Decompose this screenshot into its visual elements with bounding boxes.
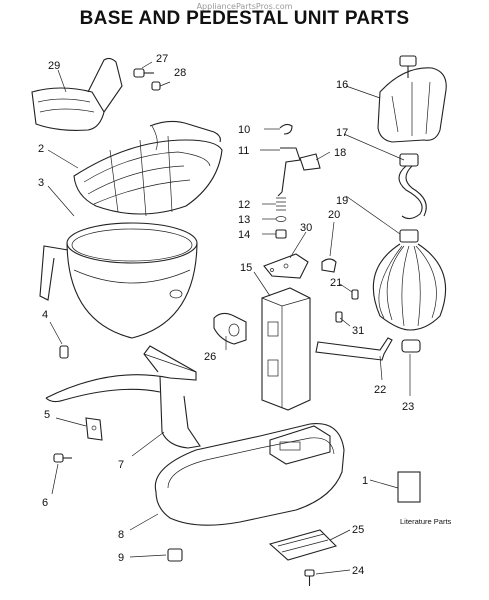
callout-30: 30 bbox=[300, 222, 312, 234]
part-25-bottom-plate bbox=[268, 529, 338, 561]
part-4-plug bbox=[59, 345, 69, 359]
callout-27: 27 bbox=[156, 53, 168, 65]
part-24-screw bbox=[304, 569, 315, 586]
callout-13: 13 bbox=[238, 214, 250, 226]
part-30-plate bbox=[263, 253, 309, 279]
part-16-flat-beater bbox=[377, 55, 447, 143]
callout-19: 19 bbox=[336, 195, 348, 207]
callout-8: 8 bbox=[118, 529, 124, 541]
part-29-splash-shield bbox=[31, 57, 123, 131]
part-21-pin bbox=[351, 289, 359, 300]
callout-2: 2 bbox=[38, 143, 44, 155]
part-22-crank-handle bbox=[315, 337, 393, 361]
part-11-lever-rod bbox=[277, 147, 301, 197]
part-17-dough-hook bbox=[398, 153, 427, 220]
callout-3: 3 bbox=[38, 177, 44, 189]
part-10-hinge-pin bbox=[279, 123, 293, 135]
callout-26: 26 bbox=[204, 351, 216, 363]
part-26-bracket bbox=[213, 312, 247, 345]
part-28-nut bbox=[151, 81, 161, 91]
watermark: AppliancePartsPros.com bbox=[196, 2, 293, 11]
callout-23: 23 bbox=[402, 401, 414, 413]
callout-22: 22 bbox=[374, 384, 386, 396]
callout-14: 14 bbox=[238, 229, 250, 241]
leader-lines bbox=[47, 61, 411, 575]
part-3-mixing-bowl bbox=[39, 222, 198, 339]
part-1-literature bbox=[397, 471, 421, 503]
part-27-screw bbox=[133, 68, 154, 78]
part-5-clip bbox=[85, 417, 103, 441]
callout-21: 21 bbox=[330, 277, 342, 289]
callout-29: 29 bbox=[48, 60, 60, 72]
part-9-foot bbox=[167, 548, 183, 562]
part-7-bowl-support bbox=[45, 345, 201, 449]
literature-caption: Literature Parts bbox=[400, 517, 452, 526]
callout-6: 6 bbox=[42, 497, 48, 509]
callout-17: 17 bbox=[336, 127, 348, 139]
callout-numbers: 29 27 28 2 3 4 5 6 7 8 9 10 11 18 12 13 … bbox=[38, 53, 414, 577]
part-31-pin bbox=[335, 311, 343, 323]
callout-18: 18 bbox=[334, 147, 346, 159]
callout-9: 9 bbox=[118, 552, 124, 564]
callout-12: 12 bbox=[238, 199, 250, 211]
callout-4: 4 bbox=[42, 309, 48, 321]
callout-1: 1 bbox=[362, 475, 368, 487]
part-6-screw bbox=[53, 453, 72, 463]
callout-7: 7 bbox=[118, 459, 124, 471]
page-title: BASE AND PEDESTAL UNIT PARTS bbox=[79, 8, 410, 29]
callout-11: 11 bbox=[238, 145, 249, 157]
part-14-nut bbox=[275, 229, 287, 239]
callout-31: 31 bbox=[352, 325, 364, 337]
part-20-clip bbox=[321, 258, 337, 273]
callout-20: 20 bbox=[328, 209, 340, 221]
part-13-washer bbox=[275, 216, 287, 222]
callout-5: 5 bbox=[44, 409, 50, 421]
callout-24: 24 bbox=[352, 565, 364, 577]
callout-15: 15 bbox=[240, 262, 252, 274]
part-2-bowl-guard bbox=[73, 120, 223, 217]
part-18-lever-block bbox=[299, 153, 321, 171]
callout-28: 28 bbox=[174, 67, 186, 79]
part-23-knob bbox=[401, 339, 421, 353]
callout-25: 25 bbox=[352, 524, 364, 536]
callout-16: 16 bbox=[336, 79, 348, 91]
part-12-spring bbox=[276, 197, 286, 211]
part-15-pedestal-column bbox=[261, 287, 311, 411]
part-19-wire-whip bbox=[372, 229, 447, 331]
part-8-base bbox=[154, 422, 345, 526]
callout-10: 10 bbox=[238, 124, 250, 136]
